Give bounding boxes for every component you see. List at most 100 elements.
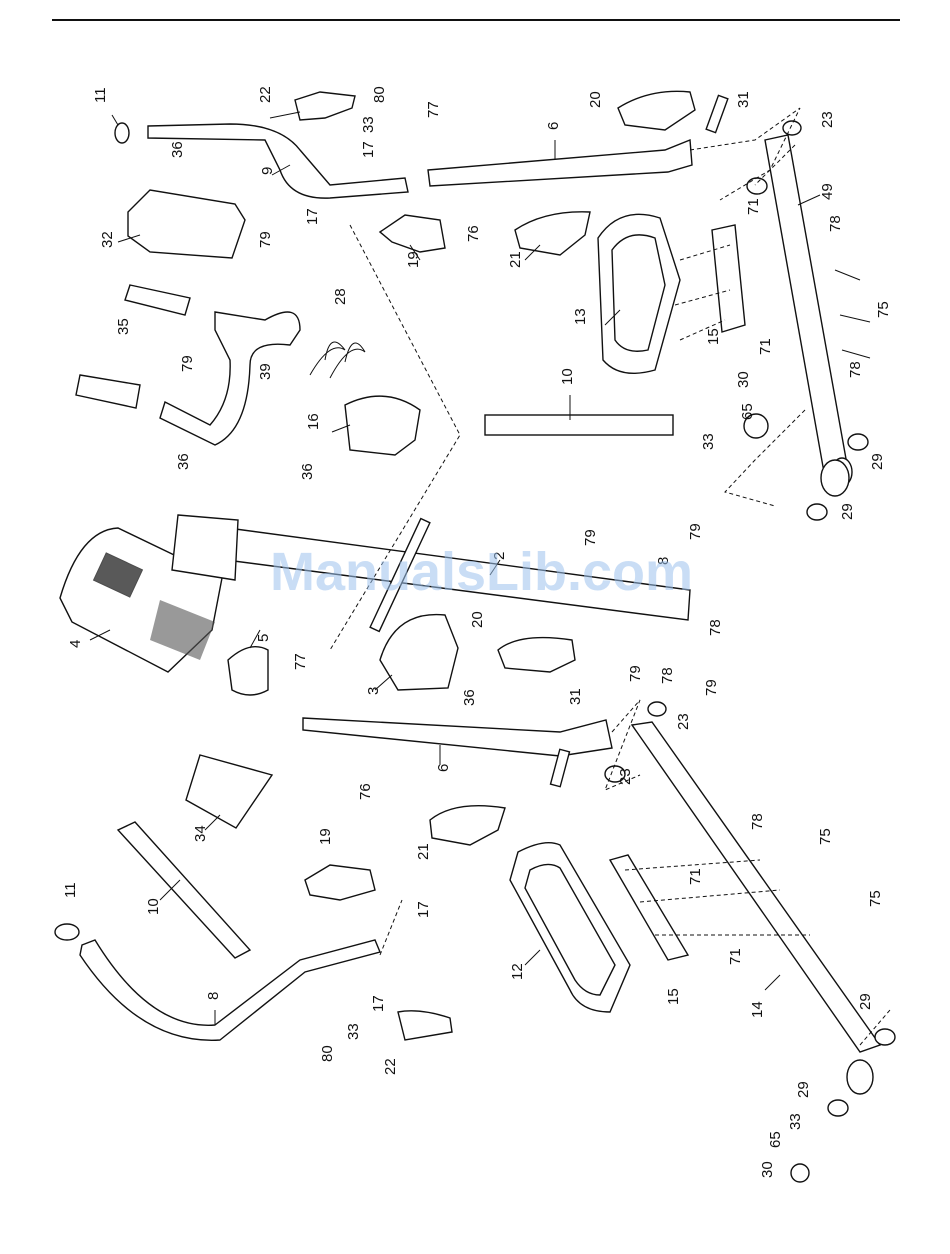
part-number-label: 19: [317, 828, 334, 845]
arm-sleeve-lower: [847, 1060, 873, 1094]
part-number-label: 17: [415, 901, 432, 918]
cover-5: [228, 647, 268, 695]
upper-shroud: [128, 190, 245, 258]
part-number-label: 20: [587, 91, 604, 108]
part-number-label: 22: [257, 86, 274, 103]
bearing-29-b: [807, 504, 827, 520]
cover-34: [186, 755, 272, 828]
crossbar-10-top: [485, 415, 673, 435]
part-number-label: 19: [405, 251, 422, 268]
part-number-label: 29: [795, 1081, 812, 1098]
part-number-label: 31: [567, 688, 584, 705]
part-number-label: 65: [739, 403, 756, 420]
upper-handlebar: [115, 123, 408, 198]
end-cap-30-lower: [791, 1164, 809, 1182]
grip-35-upper: [125, 285, 190, 315]
part-number-label: 30: [735, 371, 752, 388]
part-number-label: 76: [465, 225, 482, 242]
part-number-label: 76: [357, 783, 374, 800]
part-number-label: 22: [382, 1058, 399, 1075]
upper-pedal-bracket: [712, 225, 745, 332]
part-number-label: 65: [767, 1131, 784, 1148]
part-number-label: 3: [365, 687, 382, 695]
part-number-label: 29: [857, 993, 874, 1010]
console-bracket: [172, 515, 238, 580]
part-number-label: 21: [415, 843, 432, 860]
part-number-label: 78: [707, 619, 724, 636]
part-number-label: 14: [749, 1001, 766, 1018]
part-number-label: 33: [700, 433, 717, 450]
part-number-label: 36: [169, 141, 186, 158]
lower-leg-cover: [498, 638, 575, 672]
arm-sleeve: [821, 460, 849, 496]
bearing-29-d: [828, 1100, 848, 1116]
part-number-label: 75: [875, 301, 892, 318]
part-number-label: 80: [371, 86, 388, 103]
part-number-label: 8: [205, 992, 222, 1000]
part-number-label: 77: [292, 653, 309, 670]
bearing-23-top: [783, 121, 801, 135]
grip-35-lower: [76, 375, 140, 408]
part-number-label: 33: [360, 116, 377, 133]
part-number-label: 36: [175, 453, 192, 470]
lower-leg-cap: [430, 806, 505, 845]
part-number-label: 80: [319, 1045, 336, 1062]
part-number-label: 78: [659, 667, 676, 684]
part-number-label: 9: [259, 167, 276, 175]
wire-harness-28: [310, 342, 345, 375]
part-number-label: 77: [425, 101, 442, 118]
part-number-label: 79: [257, 231, 274, 248]
part-number-label: 6: [435, 764, 452, 772]
part-number-label: 6: [545, 122, 562, 130]
part-number-label: 78: [827, 215, 844, 232]
part-number-label: 21: [507, 251, 524, 268]
upper-leg-cover: [618, 91, 695, 130]
part-number-label: 32: [99, 231, 116, 248]
part-number-label: 49: [819, 183, 836, 200]
part-number-label: 17: [360, 141, 377, 158]
part-number-label: 10: [559, 368, 576, 385]
shroud-3: [380, 615, 458, 690]
bearing-23-lower-a: [648, 702, 666, 716]
part-number-label: 12: [509, 963, 526, 980]
part-number-label: 11: [92, 87, 109, 103]
part-number-label: 71: [687, 868, 704, 885]
handlebar-39: [160, 312, 300, 445]
part-number-label: 31: [735, 91, 752, 108]
bearing-29-c: [875, 1029, 895, 1045]
part-number-label: 78: [749, 813, 766, 830]
part-number-label: 75: [867, 890, 884, 907]
part-number-label: 11: [62, 882, 79, 898]
part-number-label: 78: [847, 361, 864, 378]
watermark: ManualsLib.com: [270, 542, 693, 602]
pivot-cover-lower: [305, 865, 375, 900]
lower-handlebar-8: [80, 940, 380, 1040]
part-number-label: 36: [461, 689, 478, 706]
part-number-label: 71: [727, 948, 744, 965]
part-number-label: 71: [757, 338, 774, 355]
part-number-label: 29: [839, 503, 856, 520]
upper-leg-cap: [515, 212, 590, 255]
upper-leg-tube: [428, 140, 692, 186]
part-number-label: 20: [469, 611, 486, 628]
part-number-label: 36: [299, 463, 316, 480]
handlebar-cover: [295, 92, 355, 120]
part-number-label: 17: [304, 208, 321, 225]
part-number-label: 15: [665, 988, 682, 1005]
part-number-label: 15: [705, 328, 722, 345]
part-number-label: 13: [572, 308, 589, 325]
part-number-label: 34: [192, 825, 209, 842]
part-number-label: 79: [703, 679, 720, 696]
part-number-label: 79: [179, 355, 196, 372]
upper-axle-pin: [706, 95, 728, 132]
part-number-label: 30: [759, 1161, 776, 1178]
part-number-label: 35: [115, 318, 132, 335]
lower-pedal-bracket: [610, 855, 688, 960]
part-number-label: 33: [345, 1023, 362, 1040]
part-number-label: 39: [257, 363, 274, 380]
part-number-label: 4: [67, 640, 84, 648]
part-number-label: 75: [817, 828, 834, 845]
part-number-label: 10: [145, 898, 162, 915]
